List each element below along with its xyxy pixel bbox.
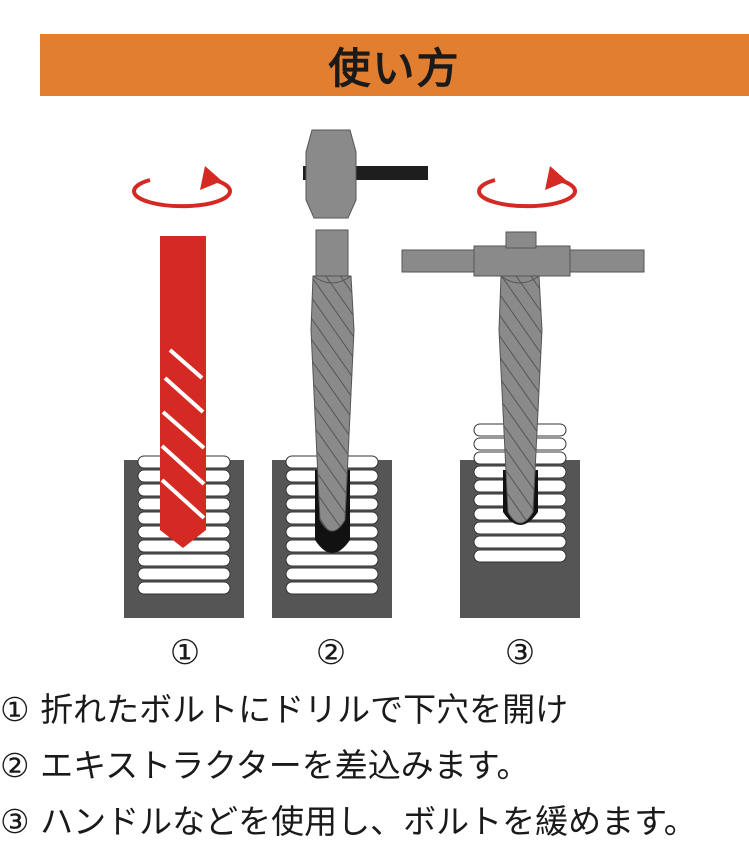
- page-title: 使い方: [328, 43, 461, 93]
- drill-bit-icon: [160, 236, 206, 548]
- instruction-3: ③ ハンドルなどを使用し、ボルトを緩めます。: [0, 802, 697, 841]
- hammer-icon: [303, 129, 428, 219]
- rotate-arrow-icon: [477, 166, 578, 209]
- instruction-1: ① 折れたボルトにドリルで下穴を開け: [0, 690, 569, 729]
- instruction-2: ② エキストラクターを差込みます。: [0, 746, 530, 785]
- step-label-3: ③: [505, 633, 535, 673]
- t-handle-icon: [401, 231, 645, 277]
- step-1-illustration: [124, 166, 244, 618]
- bolt-block-2: [272, 455, 392, 618]
- instruction-list: ① 折れたボルトにドリルで下穴を開け ② エキストラクターを差込みます。 ③ ハ…: [0, 682, 749, 850]
- extractor-icon: [498, 275, 543, 524]
- rotate-arrow-icon: [132, 166, 233, 209]
- step-3-illustration: [401, 166, 645, 618]
- step-2-illustration: [272, 129, 428, 618]
- step-label-1: ①: [170, 633, 200, 673]
- extractor-icon: [310, 229, 355, 532]
- title-bar: 使い方: [40, 34, 749, 96]
- step-label-2: ②: [316, 633, 346, 673]
